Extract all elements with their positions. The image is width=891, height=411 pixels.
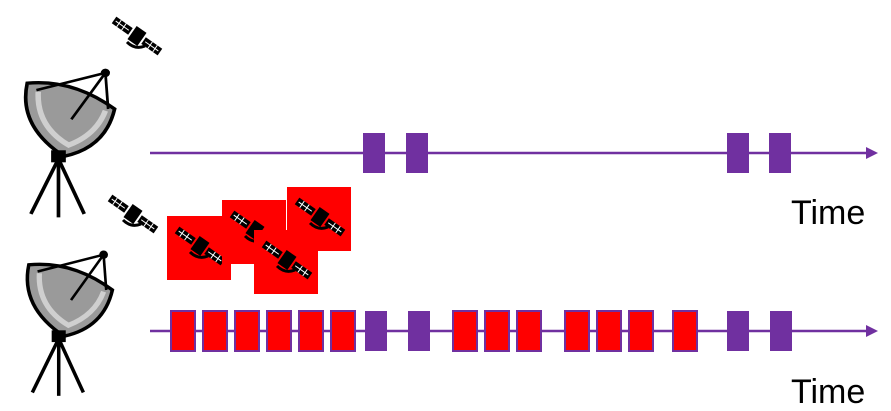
legit-packet bbox=[770, 311, 792, 351]
satellite-dish-icon bbox=[27, 251, 112, 396]
jam-packet bbox=[564, 310, 590, 352]
jam-packet bbox=[170, 310, 196, 352]
legit-packet bbox=[769, 133, 791, 173]
jam-packet bbox=[596, 310, 622, 352]
jam-packet bbox=[628, 310, 654, 352]
satellite-icon bbox=[106, 193, 160, 235]
legit-packet bbox=[408, 311, 430, 351]
jam-packet bbox=[330, 310, 356, 352]
jam-packet bbox=[484, 310, 510, 352]
jam-packet bbox=[516, 310, 542, 352]
legit-packet bbox=[727, 311, 749, 351]
legit-packet bbox=[727, 133, 749, 173]
legit-packet bbox=[406, 133, 428, 173]
satellite-dish-icon bbox=[26, 69, 115, 218]
jamming-satellite-icon bbox=[167, 216, 231, 280]
legit-packet bbox=[363, 133, 385, 173]
jam-packet bbox=[298, 310, 324, 352]
jamming-satellite-icon bbox=[254, 230, 318, 294]
jam-packet bbox=[266, 310, 292, 352]
time-axis-label: Time bbox=[791, 373, 866, 411]
jam-packet bbox=[234, 310, 260, 352]
packet-sequence bbox=[170, 310, 792, 352]
satellite-icon bbox=[110, 15, 164, 57]
timeline-axis bbox=[150, 147, 878, 159]
jam-packet bbox=[202, 310, 228, 352]
packet-sequence bbox=[363, 133, 791, 173]
time-axis-label: Time bbox=[791, 194, 866, 232]
jam-packet bbox=[452, 310, 478, 352]
legit-packet bbox=[365, 311, 387, 351]
jam-packet bbox=[672, 310, 698, 352]
